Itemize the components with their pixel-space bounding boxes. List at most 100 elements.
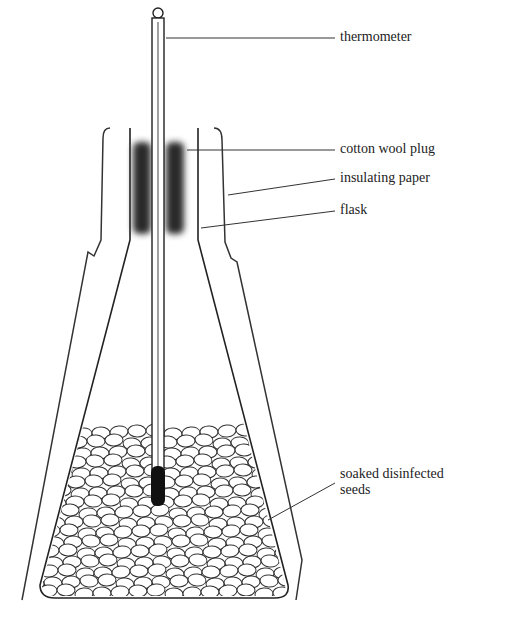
seed xyxy=(98,574,116,587)
seed xyxy=(188,553,207,567)
seed xyxy=(165,588,183,601)
seed xyxy=(233,484,251,497)
insulating-paper xyxy=(22,128,110,600)
seed xyxy=(175,475,193,488)
seed xyxy=(26,578,44,591)
seed xyxy=(53,484,71,497)
seed xyxy=(269,487,287,500)
seed xyxy=(177,435,195,448)
seed xyxy=(260,554,279,568)
seed xyxy=(259,574,278,588)
insulating-paper xyxy=(214,128,302,600)
seed xyxy=(190,513,209,527)
seed xyxy=(104,454,122,467)
seed xyxy=(127,445,145,458)
seed xyxy=(241,504,259,517)
seed xyxy=(68,456,86,469)
seed xyxy=(254,587,273,601)
seed xyxy=(237,584,255,597)
seed xyxy=(58,564,76,577)
seed xyxy=(18,466,36,479)
seed xyxy=(172,535,190,548)
seed xyxy=(270,467,288,480)
seed xyxy=(105,434,123,447)
seed xyxy=(273,587,291,600)
seed xyxy=(17,486,35,499)
seed xyxy=(239,544,257,557)
seed xyxy=(218,584,237,598)
seed xyxy=(99,554,117,567)
seed xyxy=(216,444,235,458)
seed xyxy=(238,564,256,577)
seed xyxy=(39,564,58,578)
seed xyxy=(272,427,290,440)
seed xyxy=(236,424,254,437)
seed xyxy=(146,583,165,597)
seed xyxy=(133,505,151,518)
seed xyxy=(217,424,236,438)
seed xyxy=(277,507,295,520)
seed xyxy=(219,564,238,578)
seed xyxy=(32,458,50,471)
seed xyxy=(285,434,303,447)
seed xyxy=(25,506,43,519)
part-label: cotton wool plug xyxy=(340,141,510,157)
seed xyxy=(205,506,223,519)
seed xyxy=(85,454,104,468)
seed xyxy=(31,478,49,491)
seed xyxy=(35,464,54,478)
seed xyxy=(271,447,289,460)
seed xyxy=(93,587,111,600)
seed xyxy=(281,514,299,527)
seed xyxy=(23,546,41,559)
seed xyxy=(220,544,239,558)
seed xyxy=(204,526,222,539)
seed xyxy=(201,586,219,599)
seed xyxy=(234,464,252,477)
seed xyxy=(240,524,258,537)
seed xyxy=(129,585,147,598)
seed xyxy=(192,473,211,487)
seed xyxy=(38,584,57,598)
seed xyxy=(221,524,240,538)
seed xyxy=(262,514,281,528)
seed xyxy=(125,485,143,498)
seed xyxy=(100,534,118,547)
seed xyxy=(194,433,213,447)
seed xyxy=(34,484,53,498)
seed xyxy=(54,464,72,477)
seed xyxy=(173,515,191,528)
seed xyxy=(57,584,75,597)
seed xyxy=(79,574,98,588)
seed xyxy=(24,526,42,539)
seed xyxy=(48,476,67,490)
seed xyxy=(171,555,189,568)
seed xyxy=(222,504,241,518)
seed xyxy=(101,514,119,527)
seed xyxy=(191,493,210,507)
seed xyxy=(74,587,93,601)
seed xyxy=(22,566,40,579)
seed xyxy=(275,547,293,560)
seed xyxy=(33,438,51,451)
seed xyxy=(37,424,56,438)
seed xyxy=(131,545,149,558)
seed xyxy=(21,586,39,599)
seed xyxy=(56,424,74,437)
seed xyxy=(126,465,144,478)
seed xyxy=(110,585,129,599)
part-label: flask xyxy=(340,202,510,218)
seed xyxy=(36,444,55,458)
seed xyxy=(203,546,221,559)
thermometer-symbol xyxy=(151,8,165,506)
seed xyxy=(49,456,68,470)
seed xyxy=(214,484,233,498)
part-label: insulating paper xyxy=(340,170,510,186)
seed xyxy=(189,533,208,547)
seed xyxy=(20,426,38,439)
seed xyxy=(84,474,103,488)
seed xyxy=(130,565,148,578)
seed xyxy=(147,563,166,577)
seed xyxy=(149,523,168,537)
